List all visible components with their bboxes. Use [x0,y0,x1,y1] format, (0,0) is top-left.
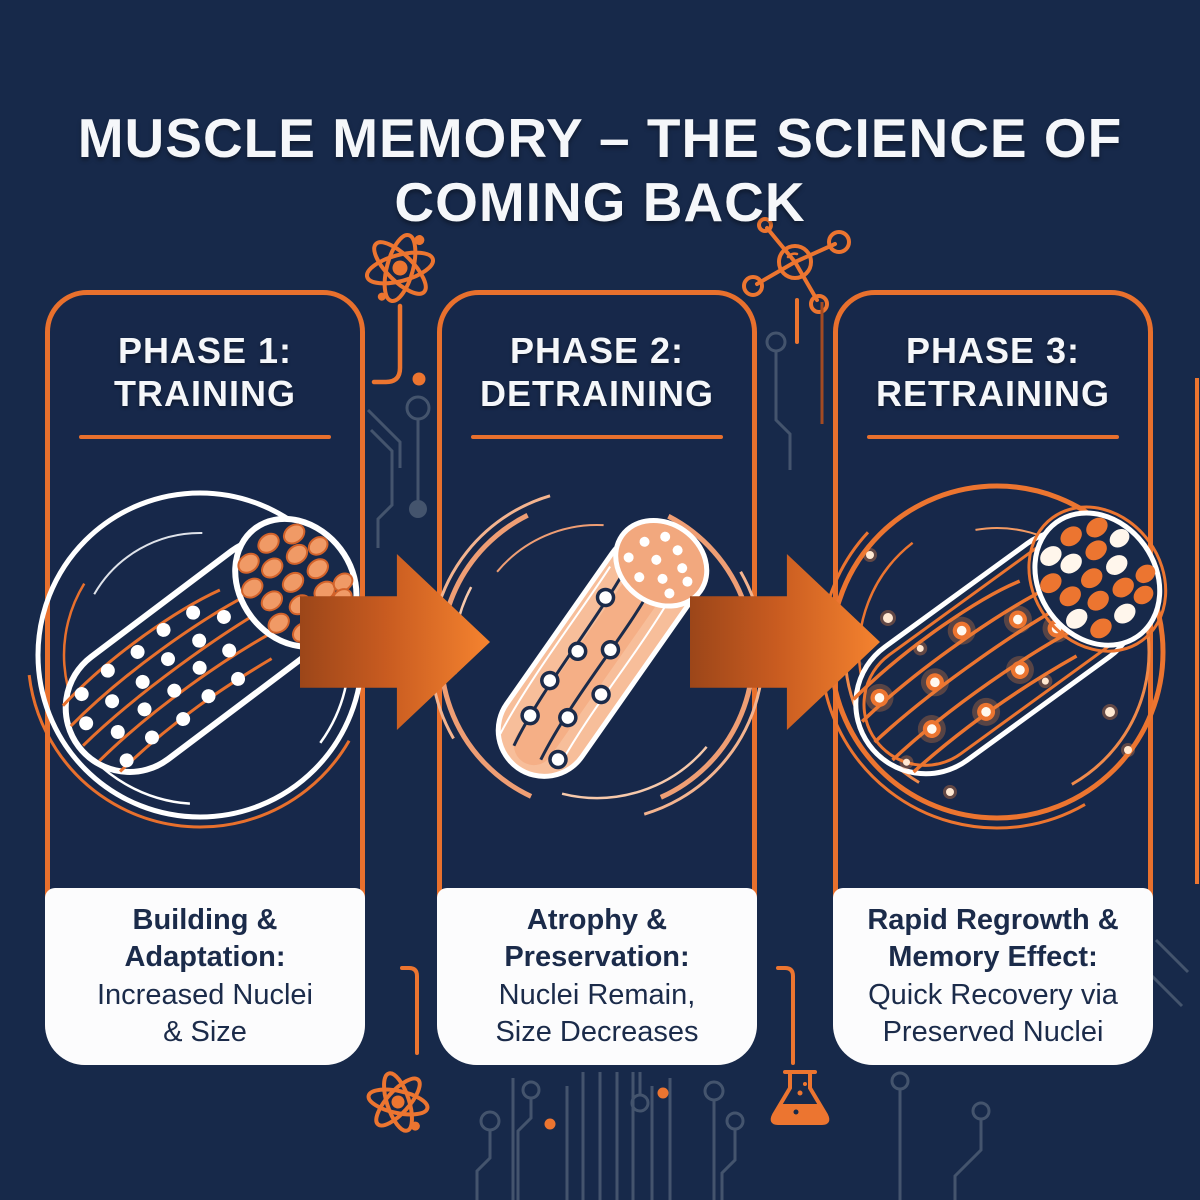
phase-3-number: PHASE 3: [905,330,1081,371]
page-title: MUSCLE MEMORY – THE SCIENCE OF COMING BA… [0,107,1200,235]
atom-icon [364,232,436,304]
phase-1-desc-bold: Adaptation: [124,941,286,974]
phase-3-title: PHASE 3: RETRAINING [848,329,1138,415]
muscle-fiber-illustration-retraining [819,474,1175,830]
phase-2-description-panel: Atrophy & Preservation: Nuclei Remain, S… [437,888,757,1065]
phase-3-name: RETRAINING [876,373,1110,415]
phase-1-title: PHASE 1: TRAINING [60,329,350,415]
ring-arcs [429,487,765,823]
phase-2-desc-bold: Preservation: [504,941,690,974]
fiber-highlights [499,565,666,769]
phase-1-desc: & Size [163,1015,247,1048]
muscle-fiber [495,517,710,779]
title-line-2: THE SCIENCE OF COMING BACK [394,106,1123,233]
phase-1-desc: Increased Nuclei [97,978,313,1011]
phase-3-desc-bold: Rapid Regrowth & [867,904,1119,937]
nuclei [520,587,621,770]
cross-section [613,517,710,609]
phase-1-desc-bold: Building & [132,904,278,937]
phase-2-desc-bold: Atrophy & [526,904,668,937]
phase-2-title: PHASE 2: DETRAINING [452,329,742,415]
phase-1-number: PHASE 1: [117,330,293,371]
title-line-1: MUSCLE MEMORY – [77,106,631,169]
phase-3-desc: Quick Recovery via [868,978,1118,1011]
divider [471,435,723,440]
divider [867,435,1119,440]
molecule-icon [742,217,851,314]
muscle-fiber [852,505,1168,777]
nuclei [74,605,246,768]
phase-3-desc-bold: Memory Effect: [888,941,1098,974]
phase-1-name: TRAINING [114,373,296,415]
fiber-striations [61,588,277,773]
atom-icon [366,1071,430,1133]
fiber-striations [512,567,652,761]
phase-2-name: DETRAINING [480,373,714,415]
phase-3-desc: Preserved Nuclei [882,1015,1104,1048]
phase-3-description-panel: Rapid Regrowth & Memory Effect: Quick Re… [833,888,1153,1065]
cross-section [1027,505,1168,653]
phase-1-description-panel: Building & Adaptation: Increased Nuclei … [45,888,365,1065]
flask-icon [770,1070,830,1125]
phase-2-desc: Size Decreases [495,1015,699,1048]
circuit-traces [366,298,1199,1200]
divider [79,435,331,440]
muscle-fiber-illustration-detraining [429,487,765,823]
phase-2-number: PHASE 2: [509,330,685,371]
phase-2-desc: Nuclei Remain, [498,978,696,1011]
